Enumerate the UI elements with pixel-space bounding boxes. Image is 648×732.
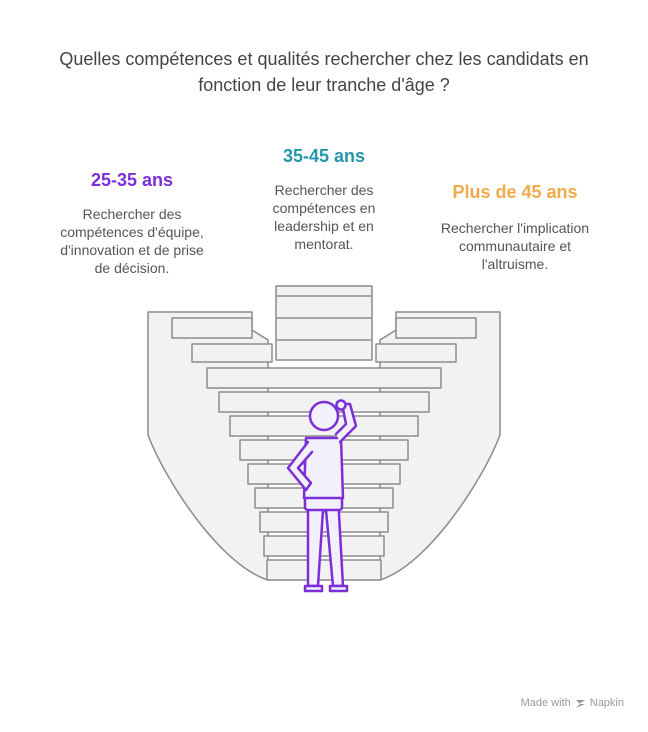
footer-brand: Napkin — [589, 697, 624, 709]
group-desc-45-plus: Rechercher l'implication communautaire e… — [420, 219, 610, 273]
right-step-second — [375, 343, 457, 363]
person-right-foot — [328, 584, 349, 593]
footer-made-with: Made with — [520, 697, 571, 709]
person-hand — [335, 399, 347, 411]
title-line-1: Quelles compétences et qualités recherch… — [59, 49, 589, 69]
stair-step — [206, 367, 442, 389]
group-desc-25-35: Rechercher des compétences d'équipe, d'i… — [42, 205, 222, 277]
center-column-top — [275, 285, 373, 361]
left-step-top — [171, 317, 253, 339]
napkin-logo-icon — [575, 699, 585, 708]
desc-line: leadership et en — [274, 218, 374, 234]
title-line-2: fonction de leur tranche d'âge ? — [198, 75, 450, 95]
stair-step — [266, 559, 382, 581]
diagram-title: Quelles compétences et qualités recherch… — [0, 46, 648, 98]
person-left-foot — [303, 584, 324, 593]
stair-step — [259, 511, 389, 533]
group-heading-35-45: 35-45 ans — [282, 146, 366, 166]
person-head — [308, 400, 340, 432]
desc-line: l'altruisme. — [481, 256, 549, 272]
stair-step — [263, 535, 385, 557]
desc-line: compétences en — [272, 200, 376, 216]
left-step-second — [191, 343, 273, 363]
desc-line: compétences d'équipe, — [60, 224, 204, 240]
desc-line: de décision. — [94, 260, 170, 276]
made-with-napkin-footer: Made with Napkin — [521, 697, 624, 709]
right-step-top — [395, 317, 477, 339]
person-left-arm — [286, 440, 314, 492]
group-heading-25-35: 25-35 ans — [90, 170, 174, 190]
desc-line: Rechercher des — [82, 206, 182, 222]
thinking-person — [286, 399, 358, 593]
desc-line: Rechercher l'implication — [440, 220, 590, 236]
group-heading-45-plus: Plus de 45 ans — [452, 182, 578, 202]
desc-line: communautaire et — [458, 238, 572, 254]
group-desc-35-45: Rechercher des compétences en leadership… — [244, 181, 404, 253]
desc-line: mentorat. — [294, 236, 354, 252]
desc-line: Rechercher des — [274, 182, 374, 198]
desc-line: d'innovation et de prise — [60, 242, 204, 258]
